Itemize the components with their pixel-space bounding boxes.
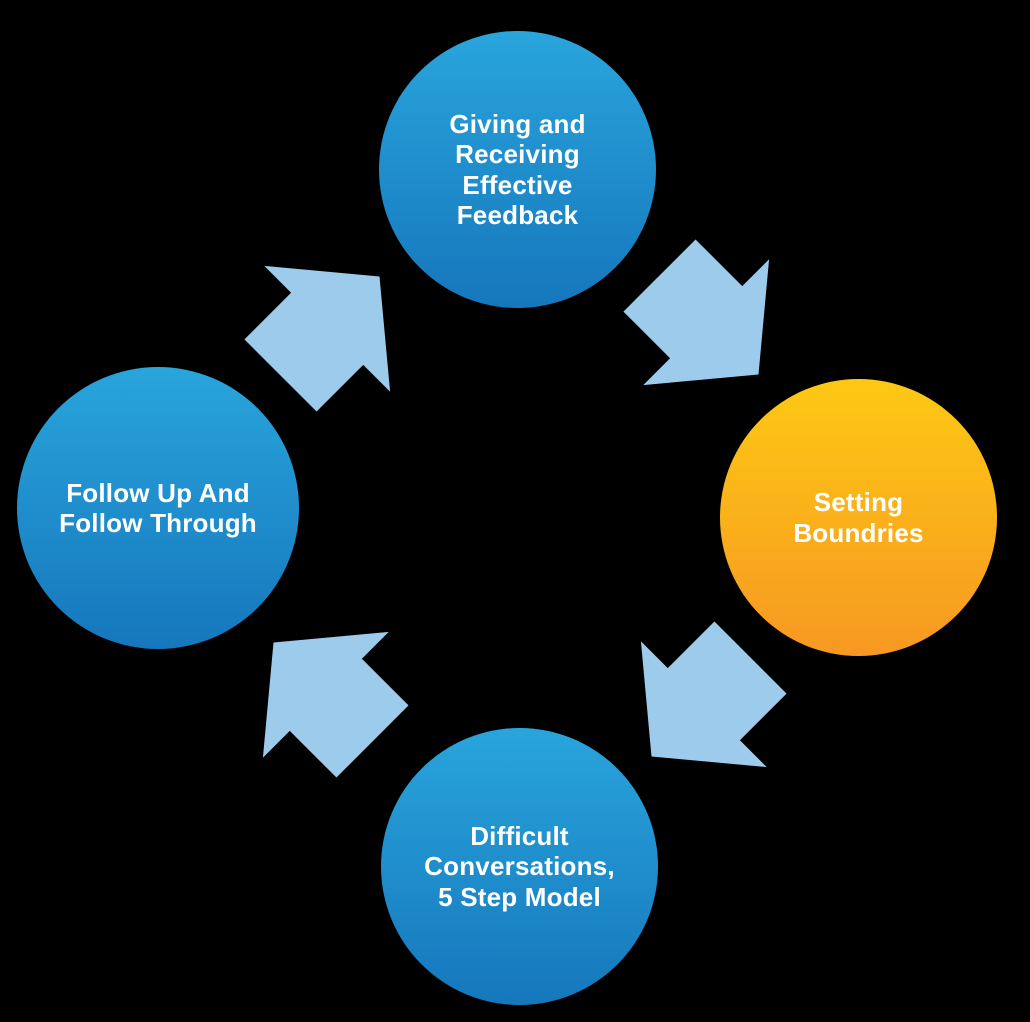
node-follow-up-and-follow-through: Follow Up And Follow Through bbox=[17, 367, 299, 649]
node-label-line: 5 Step Model bbox=[438, 881, 601, 912]
cycle-arrow-top-to-right-icon bbox=[623, 239, 770, 386]
node-label-line: Feedback bbox=[456, 199, 579, 230]
node-label-line: Boundries bbox=[793, 517, 924, 548]
cycle-arrow-bottom-to-left-icon bbox=[262, 631, 409, 778]
node-label: Giving and Receiving Effective Feedback bbox=[449, 109, 585, 230]
node-label: Follow Up And Follow Through bbox=[59, 478, 257, 538]
node-giving-and-receiving-effective-feedback: Giving and Receiving Effective Feedback bbox=[379, 31, 656, 308]
node-label-line: Effective bbox=[462, 169, 573, 200]
node-setting-boundries: Setting Boundries bbox=[720, 379, 997, 656]
node-label-line: Receiving bbox=[455, 139, 580, 170]
node-label-line: Follow Up And bbox=[66, 477, 250, 508]
cycle-arrow-right-to-bottom-icon bbox=[640, 621, 787, 768]
node-label: Setting Boundries bbox=[793, 487, 923, 547]
node-label-line: Difficult bbox=[470, 821, 569, 852]
node-label-line: Setting bbox=[813, 487, 904, 518]
cycle-arrow-left-to-top-icon bbox=[244, 265, 391, 412]
node-label-line: Conversations, bbox=[424, 851, 615, 882]
node-label-line: Follow Through bbox=[59, 508, 257, 538]
node-label-line: Giving and bbox=[449, 109, 586, 140]
node-label: Difficult Conversations, 5 Step Model bbox=[424, 821, 615, 911]
node-difficult-conversations-5-step-model: Difficult Conversations, 5 Step Model bbox=[381, 728, 658, 1005]
